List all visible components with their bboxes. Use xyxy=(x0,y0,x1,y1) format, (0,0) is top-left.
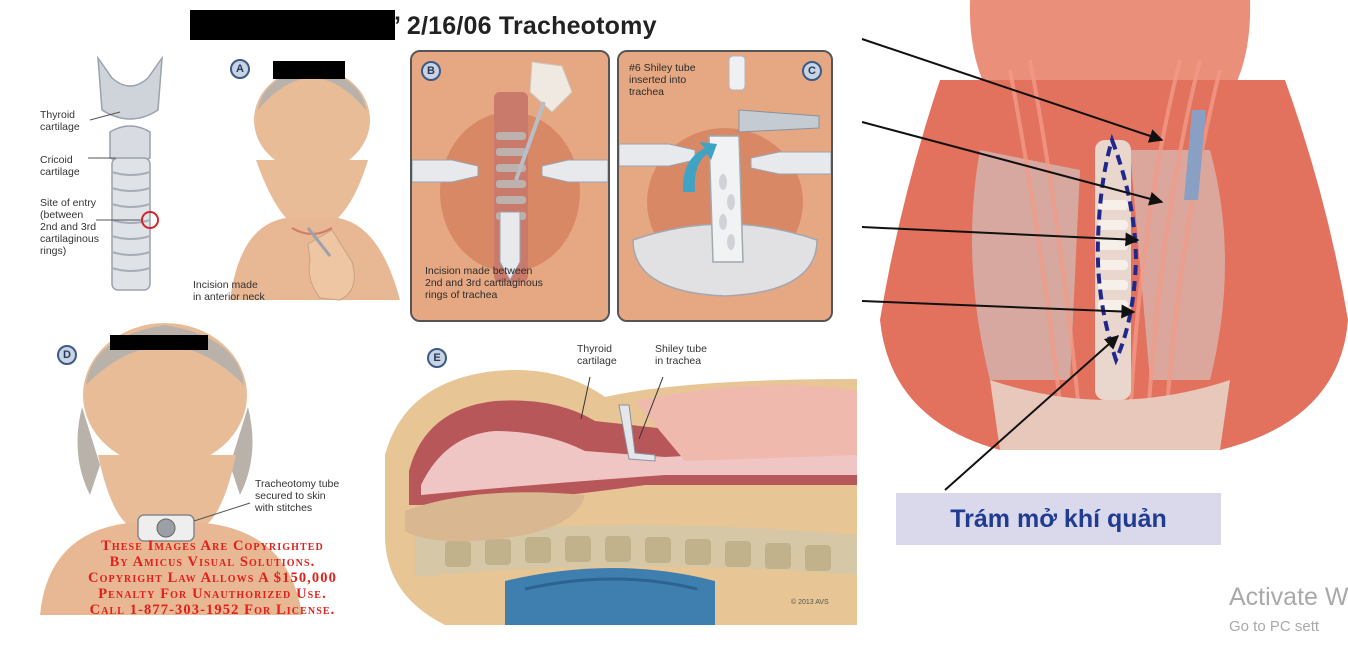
callout-label: Trám mở khí quản xyxy=(896,493,1221,545)
panel-b-illustration xyxy=(412,52,608,320)
label-thyroid-cartilage: Thyroid cartilage xyxy=(40,109,80,133)
panel-a: A Thyroid cartilage Cricoid cartilage Si… xyxy=(30,50,405,315)
label-cricoid-cartilage: Cricoid cartilage xyxy=(40,154,80,178)
label-tube-secured: Tracheotomy tube secured to skin with st… xyxy=(255,478,340,514)
label-site-of-entry: Site of entry (between 2nd and 3rd carti… xyxy=(40,197,99,257)
panel-b: B Incision made between 2nd and 3rd cart… xyxy=(410,50,610,322)
label-shiley-inserted: #6 Shiley tube inserted into trachea xyxy=(629,62,696,98)
label-e-thyroid-cartilage: Thyroid cartilage xyxy=(577,343,617,367)
panel-a-badge: A xyxy=(230,59,250,79)
page-title: ’ 2/16/06 Tracheotomy xyxy=(394,12,657,40)
activate-watermark-title: Activate W xyxy=(1229,583,1348,611)
panel-b-badge: B xyxy=(421,61,441,81)
redaction-bar-a xyxy=(273,61,345,79)
label-credit: © 2013 AVS xyxy=(791,599,829,606)
label-e-shiley-in-trachea: Shiley tube in trachea xyxy=(655,343,707,367)
panel-c-illustration xyxy=(619,52,831,320)
panel-d-illustration xyxy=(40,323,302,615)
neck-anatomy xyxy=(880,0,1348,470)
neck-anatomy-illustration xyxy=(880,0,1348,450)
panel-d-badge: D xyxy=(57,345,77,365)
activate-watermark-subtitle: Go to PC sett xyxy=(1229,618,1320,635)
panel-e: E Thyroid cartilage Shiley tube in trach… xyxy=(385,335,857,625)
panel-d: D Tracheotomy tube secured to skin with … xyxy=(40,315,385,620)
redaction-bar-title xyxy=(190,10,395,40)
copyright-notice: These Images Are Copyrighted By Amicus V… xyxy=(88,538,337,618)
panel-c-badge: C xyxy=(802,61,822,81)
panel-c: C #6 Shiley tube inserted into trachea xyxy=(617,50,833,322)
label-incision-between-rings: Incision made between 2nd and 3rd cartil… xyxy=(425,265,543,301)
panel-e-badge: E xyxy=(427,348,447,368)
label-incision-anterior: Incision made in anterior neck xyxy=(193,279,265,303)
panel-e-illustration xyxy=(385,370,857,625)
redaction-bar-d xyxy=(110,335,208,350)
panel-a-illustration xyxy=(88,55,400,301)
